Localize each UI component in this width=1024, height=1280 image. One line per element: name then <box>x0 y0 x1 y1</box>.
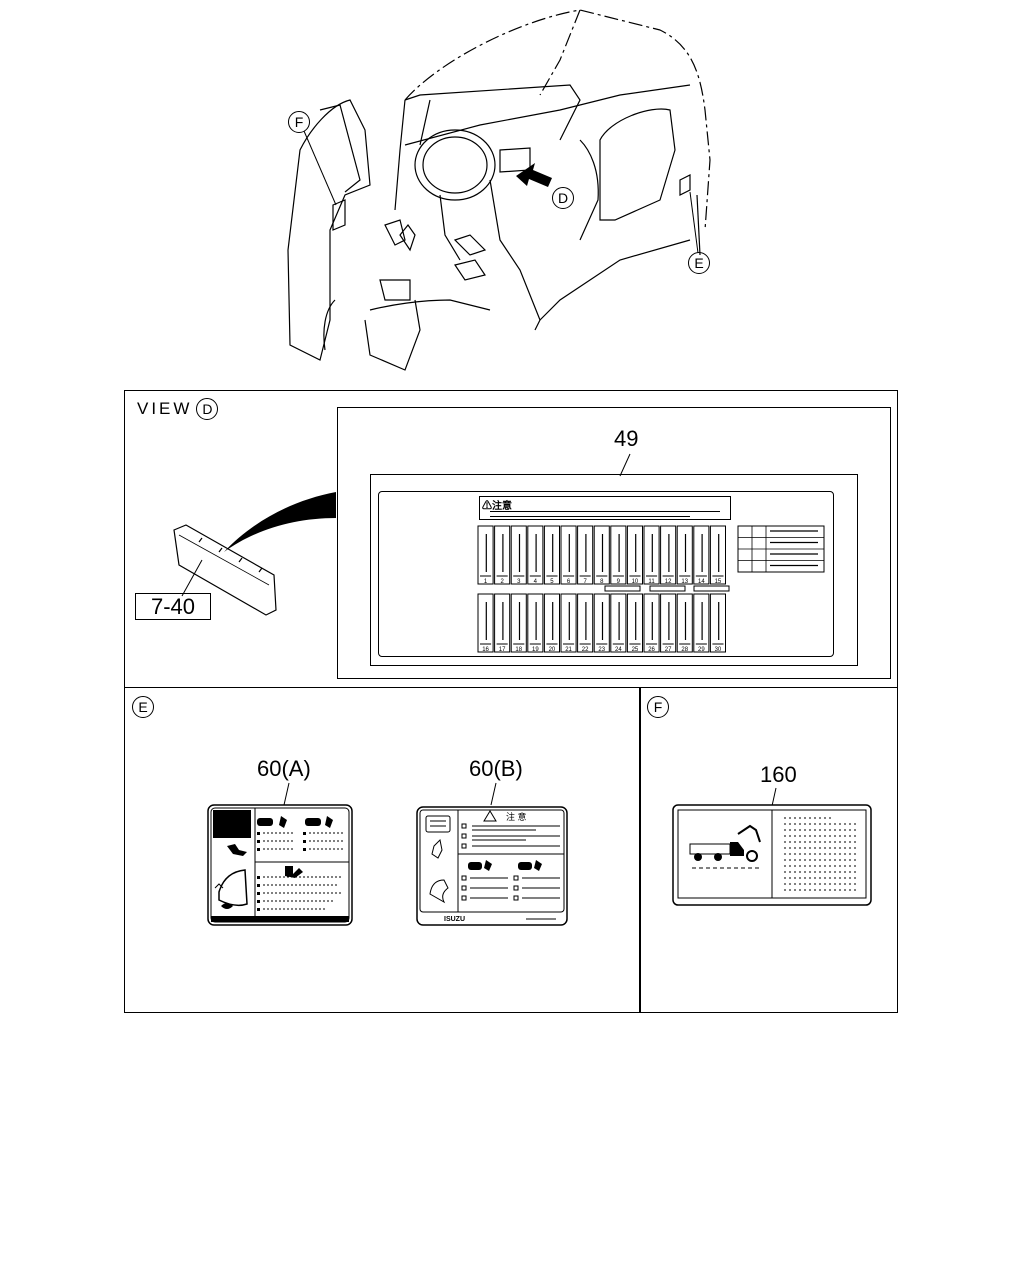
relay-bar <box>693 585 730 592</box>
top-fuse-number: 9 <box>617 579 621 585</box>
top-fuse-number: 13 <box>681 579 688 585</box>
sticker-160 <box>672 804 872 906</box>
view-d-caption: VIEW D <box>137 398 219 420</box>
callout-e: E <box>688 252 710 274</box>
bottom-fuse-number: 27 <box>665 647 672 653</box>
bottom-fuse-number: 25 <box>632 647 639 653</box>
bottom-fuse-cell <box>543 593 561 653</box>
panel-f <box>639 687 898 1013</box>
bottom-fuse-number: 17 <box>499 647 506 653</box>
bottom-fuse-number: 18 <box>515 647 522 653</box>
bottom-fuse-number: 16 <box>482 647 489 653</box>
fuse-label-inner <box>378 491 834 657</box>
part-60-leaders <box>283 782 497 806</box>
sticker-60b-header: 注 意 <box>506 811 527 822</box>
part-160-leader <box>771 787 777 807</box>
bottom-fuse-number: 21 <box>565 647 572 653</box>
top-fuse-number: 15 <box>715 579 722 585</box>
top-fuse-cell <box>610 525 627 585</box>
header-line <box>490 516 690 517</box>
bottom-fuse-number: 26 <box>648 647 655 653</box>
bottom-fuse-cell <box>527 593 544 653</box>
callout-d: D <box>552 187 574 209</box>
top-fuse-number: 7 <box>583 579 587 585</box>
bottom-fuse-number: 29 <box>698 647 705 653</box>
bottom-fuse-number: 22 <box>582 647 589 653</box>
top-fuse-cell <box>593 525 610 585</box>
bottom-fuse-cell <box>610 593 627 653</box>
top-fuse-number: 1 <box>484 579 488 585</box>
bottom-fuse-number: 28 <box>681 647 688 653</box>
top-fuse-number: 10 <box>632 579 639 585</box>
fuse-label-header: ⚠注意 <box>479 496 731 520</box>
top-fuse-number: 14 <box>698 579 705 585</box>
top-fuse-cell <box>660 525 677 585</box>
bottom-fuse-cell <box>709 593 726 653</box>
top-fuse-number: 3 <box>517 579 521 585</box>
top-fuse-number: 11 <box>648 579 655 585</box>
top-fuse-cell <box>626 525 643 585</box>
fuse-label-outer <box>370 474 858 666</box>
top-fuse-cell <box>693 525 710 585</box>
bottom-fuse-cell <box>510 593 527 653</box>
bottom-fuse-number: 20 <box>549 647 556 653</box>
sticker-60a <box>207 804 353 926</box>
bottom-fuse-cell <box>577 593 594 653</box>
top-fuse-cell <box>543 525 561 585</box>
top-fuse-cell <box>643 525 660 585</box>
top-fuse-cell <box>510 525 527 585</box>
bottom-fuse-cell <box>593 593 610 653</box>
top-fuse-number: 6 <box>567 579 571 585</box>
bottom-fuse-number: 24 <box>615 647 622 653</box>
bottom-fuse-cell <box>660 593 677 653</box>
top-fuse-cell <box>494 525 511 585</box>
relay-bar <box>649 585 686 592</box>
top-fuse-cell <box>560 525 577 585</box>
sticker-60b: 注 意 ISUZU <box>416 806 568 926</box>
top-fuse-number: 12 <box>665 579 672 585</box>
fuse-label-header-text: ⚠注意 <box>482 501 512 512</box>
bottom-fuse-cell <box>560 593 577 653</box>
top-fuse-cell <box>527 525 544 585</box>
bottom-fuse-cell <box>643 593 660 653</box>
view-prefix: VIEW <box>137 399 193 418</box>
bottom-fuse-cell <box>626 593 643 653</box>
cab-overview-drawing <box>287 9 711 371</box>
top-fuse-number: 5 <box>550 579 554 585</box>
panel-e-letter: E <box>132 696 154 718</box>
bottom-fuse-number: 19 <box>532 647 539 653</box>
bottom-fuse-cell <box>676 593 693 653</box>
part-60b: 60(B) <box>469 756 523 781</box>
bottom-fuse-cell <box>477 593 494 653</box>
part-49-leader <box>619 453 631 477</box>
view-letter-circle: D <box>196 398 219 420</box>
top-fuse-cell <box>709 525 726 585</box>
relay-bar <box>604 585 641 592</box>
part-160: 160 <box>760 762 797 787</box>
header-line <box>490 511 720 512</box>
part-60a: 60(A) <box>257 756 311 781</box>
callout-f: F <box>288 111 310 133</box>
part-49: 49 <box>614 426 639 451</box>
top-fuse-cell <box>577 525 594 585</box>
bottom-fuse-cell <box>693 593 710 653</box>
panel-e <box>124 687 641 1013</box>
fuse-cover-drawing <box>173 492 336 616</box>
label-enlargement-frame <box>337 407 891 679</box>
top-fuse-number: 4 <box>534 579 538 585</box>
panel-f-letter: F <box>647 696 669 718</box>
sticker-60b-brand: ISUZU <box>444 916 465 923</box>
top-fuse-cell <box>477 525 494 585</box>
bottom-fuse-cell <box>494 593 511 653</box>
bottom-fuse-number: 30 <box>715 647 722 653</box>
top-fuse-number: 2 <box>500 579 504 585</box>
bottom-fuse-number: 23 <box>598 647 605 653</box>
top-fuse-number: 8 <box>600 579 604 585</box>
top-fuse-cell <box>676 525 693 585</box>
part-box-7-40: 7-40 <box>135 593 211 620</box>
